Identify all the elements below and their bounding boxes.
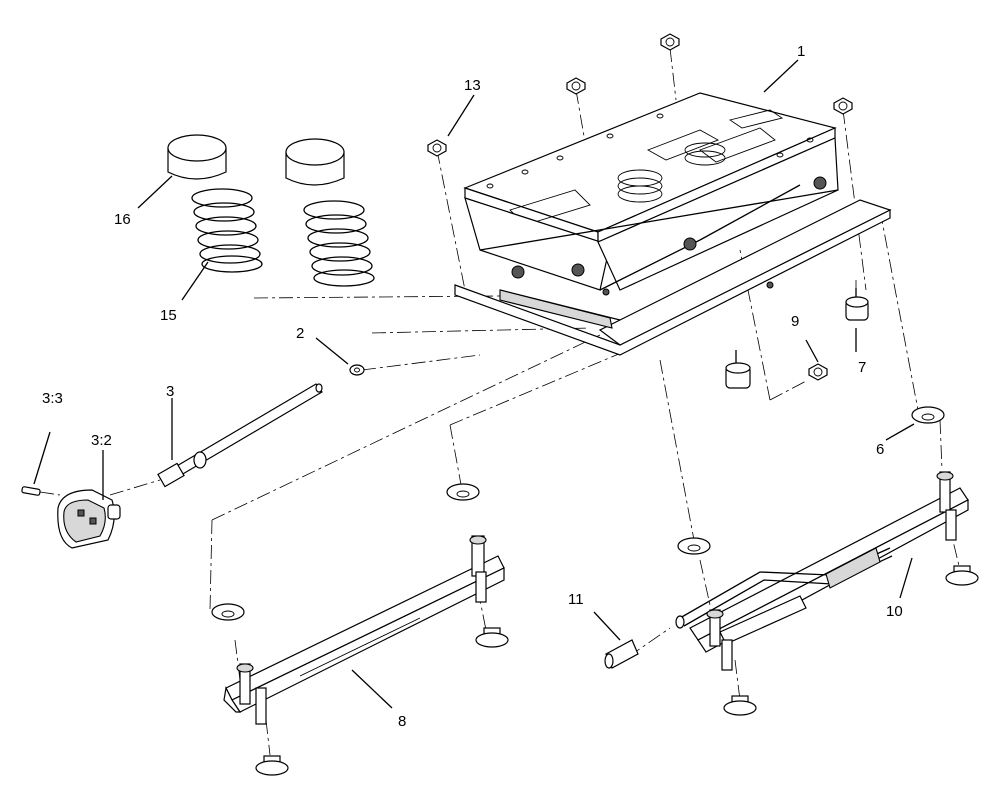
callout-11: 11 — [568, 591, 584, 608]
adjuster-knob-part — [57, 489, 121, 549]
callout-7: 7 — [858, 359, 866, 376]
coil-spring-parts — [191, 188, 375, 287]
leader-lines — [33, 59, 915, 709]
roll-pin-part — [21, 486, 41, 496]
callout-6: 6 — [876, 441, 884, 458]
callout-9: 9 — [791, 313, 799, 330]
callout-2: 2 — [296, 325, 304, 342]
adjuster-shaft-part — [157, 383, 323, 488]
spring-cap-parts — [167, 134, 345, 186]
lock-nut-parts — [427, 33, 853, 381]
washer-part — [349, 364, 365, 376]
callout-8: 8 — [398, 713, 406, 730]
callout-13: 13 — [464, 77, 481, 94]
bump-stop-parts — [725, 288, 869, 389]
callout-3: 3 — [166, 383, 174, 400]
right-slide-rail-part — [675, 471, 979, 716]
callout-3-2: 3:2 — [91, 432, 112, 449]
callout-10: 10 — [886, 603, 903, 620]
callout-15: 15 — [160, 307, 177, 324]
left-slide-rail-part — [223, 535, 509, 776]
suspension-frame-part — [454, 92, 892, 356]
callout-labels: 1 2 3 3:2 3:3 6 7 8 9 10 11 13 15 16 — [42, 43, 903, 730]
callout-16: 16 — [114, 211, 131, 228]
callout-1: 1 — [797, 43, 805, 60]
cup-washer-parts — [211, 406, 945, 621]
sleeve-part — [604, 639, 639, 669]
callout-3-3: 3:3 — [42, 390, 63, 407]
